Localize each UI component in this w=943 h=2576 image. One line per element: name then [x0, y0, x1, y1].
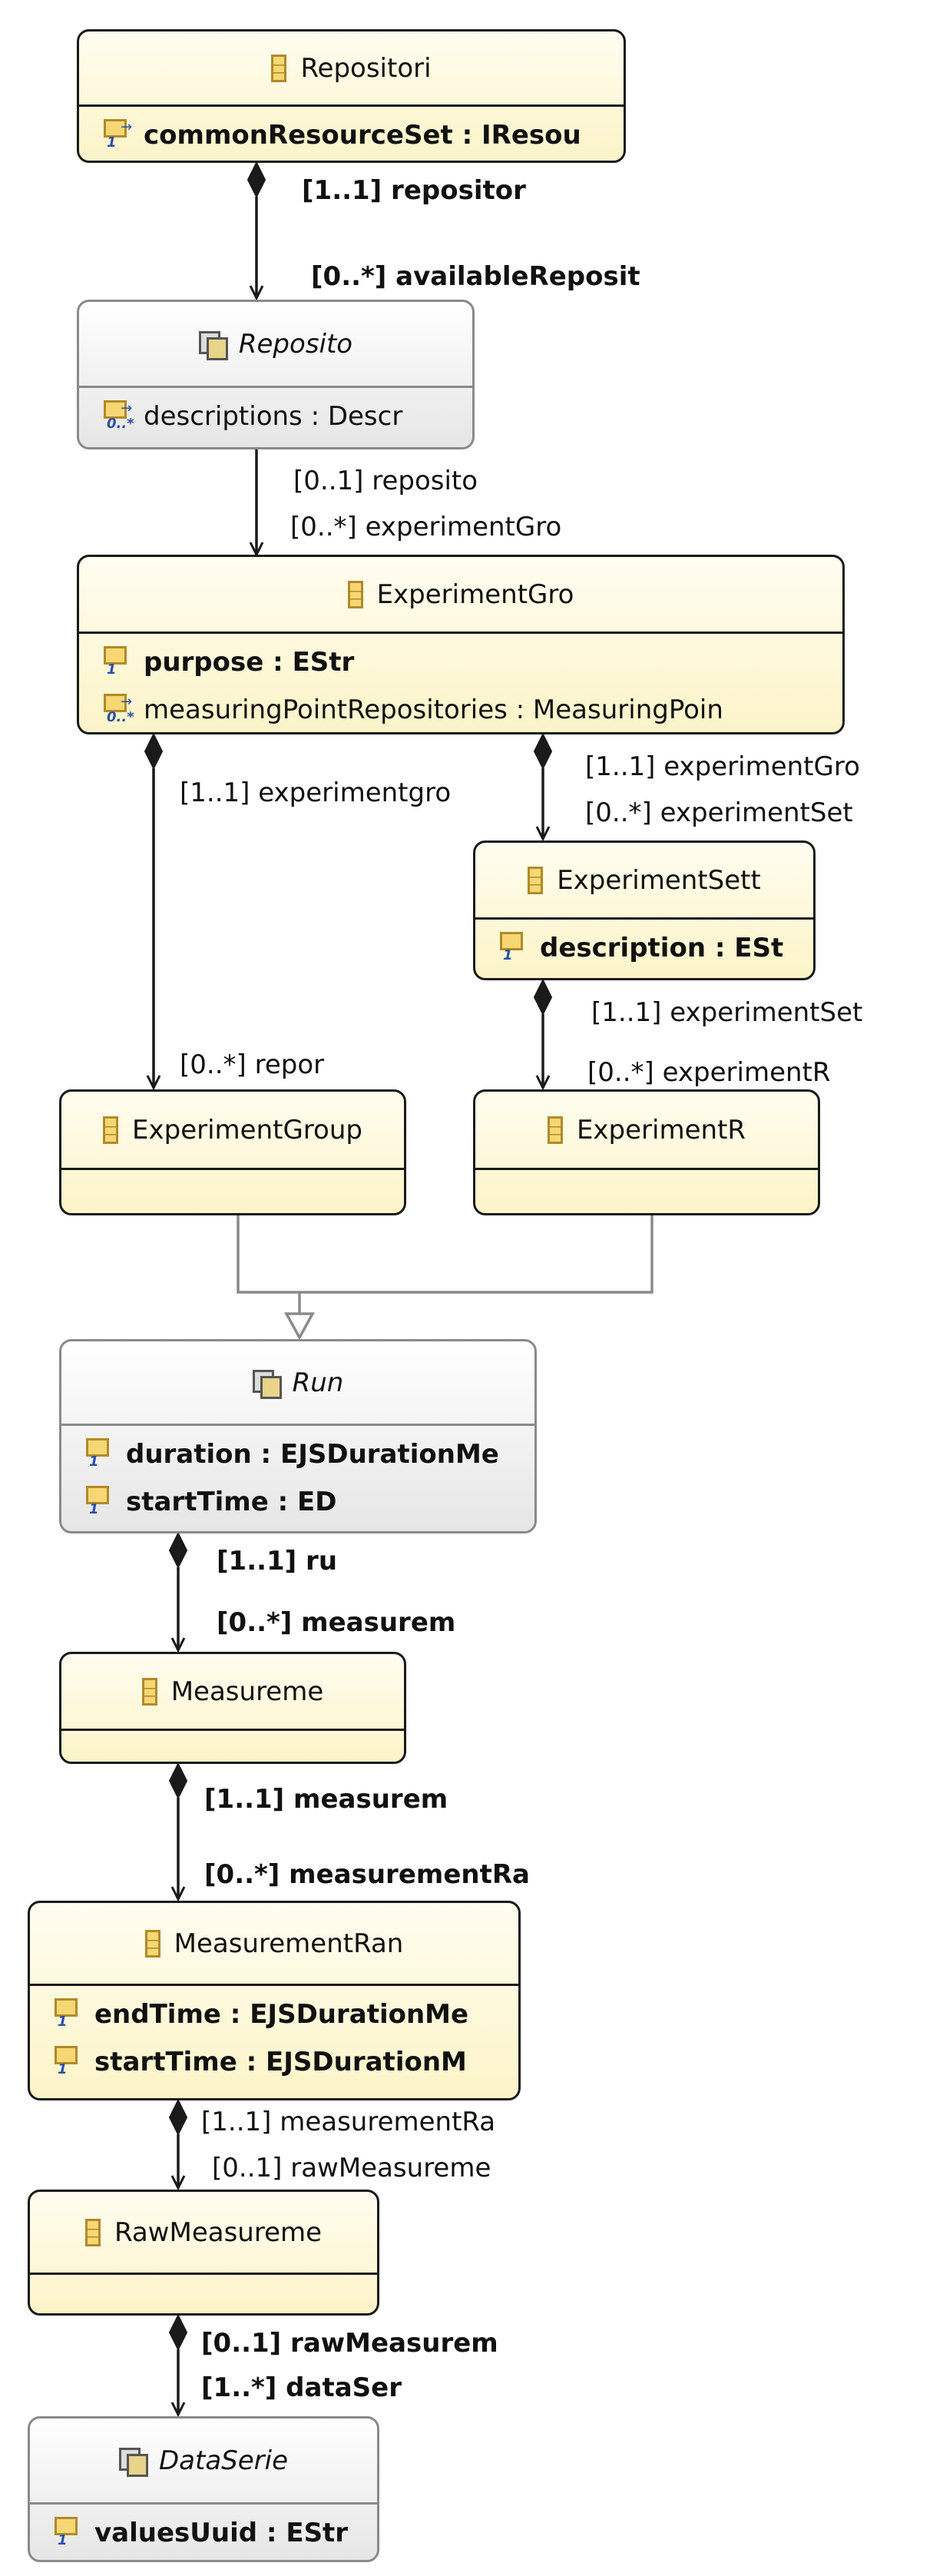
class-name: ExperimentSett: [557, 864, 761, 896]
attribute-label: duration : EJSDurationMe: [126, 1439, 499, 1470]
attribute-row[interactable]: 1 startTime : ED: [61, 1478, 534, 1526]
abstract-class-icon: [118, 2447, 148, 2477]
reference-icon: →0..*: [99, 399, 134, 434]
class-icon: [84, 2218, 101, 2246]
attribute-row[interactable]: →1 commonResourceSet : IResou: [79, 111, 624, 159]
attribute-label: descriptions : Descr: [144, 401, 403, 432]
attribute-icon: 1: [50, 2515, 84, 2551]
class-icon: [528, 866, 544, 894]
class-name: Run: [292, 1367, 344, 1398]
reference-icon: →0..*: [99, 692, 134, 728]
class-measurement[interactable]: Measureme: [59, 1652, 406, 1764]
class-icon: [144, 1929, 160, 1958]
composition-diamond: [533, 732, 553, 771]
attribute-row[interactable]: 1 description : ESt: [475, 924, 813, 972]
class-name: Reposito: [238, 328, 353, 360]
role-label: [1..1] experimentSet: [591, 997, 863, 1028]
class-icon: [347, 580, 363, 608]
class-name: ExperimentGroup: [132, 1114, 362, 1145]
attribute-label: valuesUuid : EStr: [94, 2518, 349, 2548]
role-label: [0..1] rawMeasurem: [201, 2328, 498, 2359]
class-name: ExperimentR: [576, 1114, 746, 1145]
class-raw-measurements[interactable]: RawMeasureme: [28, 2190, 379, 2316]
attribute-label: measuringPointRepositories : MeasuringPo…: [144, 695, 723, 725]
class-icon: [141, 1677, 157, 1706]
role-label: [0..*] experimentR: [587, 1057, 831, 1088]
class-name: Repositori: [300, 52, 432, 84]
attribute-row[interactable]: 1 duration : EJSDurationMe: [61, 1431, 534, 1478]
role-label: [0..1] reposito: [293, 466, 478, 496]
attribute-label: endTime : EJSDurationMe: [94, 1999, 469, 2030]
role-label: [0..1] rawMeasureme: [212, 2153, 491, 2183]
attribute-label: startTime : ED: [126, 1487, 337, 1517]
attribute-row[interactable]: 1 purpose : EStr: [79, 638, 842, 686]
attribute-icon: 1: [81, 1437, 115, 1472]
composition-diamond: [144, 732, 164, 771]
composition-diamond: [168, 1762, 188, 1800]
class-data-series[interactable]: DataSerie 1 valuesUuid : EStr: [28, 2416, 379, 2562]
composition-diamond: [168, 2098, 188, 2137]
class-icon: [271, 54, 287, 82]
role-label: [0..*] experimentGro: [290, 512, 562, 542]
class-repository[interactable]: Reposito →0..* descriptions : Descr: [77, 300, 475, 449]
reference-icon: →1: [99, 118, 133, 153]
role-label: [1..1] measurem: [204, 1784, 448, 1815]
attribute-row[interactable]: 1 startTime : EJSDurationM: [30, 2038, 518, 2086]
class-repositories[interactable]: Repositori →1 commonResourceSet : IResou: [77, 29, 626, 163]
class-name: ExperimentGro: [376, 579, 574, 610]
attribute-icon: 1: [81, 1484, 115, 1520]
abstract-class-icon: [252, 1369, 282, 1399]
attribute-row[interactable]: 1 endTime : EJSDurationMe: [30, 1991, 518, 2038]
class-name: Measureme: [170, 1676, 324, 1707]
generalization-experimentrun: [299, 1215, 653, 1294]
class-measurement-range[interactable]: MeasurementRan 1 endTime : EJSDurationMe…: [28, 1901, 521, 2100]
role-label: [1..*] dataSer: [201, 2372, 402, 2403]
attribute-label: description : ESt: [540, 933, 784, 963]
class-run[interactable]: Run 1 duration : EJSDurationMe 1 startTi…: [59, 1339, 537, 1533]
attribute-row[interactable]: →0..* measuringPointRepositories : Measu…: [79, 686, 842, 732]
role-label: [0..*] experimentSet: [585, 797, 853, 828]
class-experiment-run[interactable]: ExperimentR: [473, 1089, 820, 1215]
attribute-label: startTime : EJSDurationM: [94, 2047, 467, 2077]
class-experiment-group-run[interactable]: ExperimentGroup: [59, 1089, 406, 1215]
class-icon: [103, 1116, 119, 1144]
role-label: [0..*] measurem: [217, 1607, 456, 1638]
attribute-label: commonResourceSet : IResou: [144, 120, 581, 151]
class-icon: [547, 1116, 563, 1144]
class-experiment-setting[interactable]: ExperimentSett 1 description : ESt: [473, 840, 816, 980]
composition-diamond: [168, 1531, 188, 1570]
class-name: MeasurementRan: [174, 1928, 404, 1959]
role-label: [1..1] experimentgro: [180, 777, 452, 808]
composition-diamond: [247, 161, 266, 199]
role-label: [1..1] repositor: [302, 175, 526, 206]
attribute-icon: 1: [99, 645, 133, 680]
role-label: [0..*] availableReposit: [311, 261, 640, 292]
role-label: [0..*] measurementRa: [204, 1859, 530, 1890]
attribute-icon: 1: [50, 1997, 84, 2032]
generalization-triangle: [284, 1312, 315, 1341]
attribute-label: purpose : EStr: [144, 647, 355, 678]
role-label: [1..1] experimentGro: [585, 751, 860, 782]
attribute-row[interactable]: →0..* descriptions : Descr: [79, 393, 472, 440]
attribute-icon: 1: [495, 930, 529, 966]
attribute-row[interactable]: 1 valuesUuid : EStr: [30, 2509, 377, 2557]
generalization-grouprun: [237, 1215, 299, 1294]
class-experiment-group[interactable]: ExperimentGro 1 purpose : EStr →0..* mea…: [77, 555, 845, 734]
role-label: [1..1] ru: [217, 1546, 338, 1576]
role-label: [1..1] measurementRa: [201, 2107, 496, 2137]
composition-diamond: [533, 978, 553, 1016]
abstract-class-icon: [198, 330, 228, 360]
class-name: DataSerie: [158, 2445, 289, 2476]
class-name: RawMeasureme: [114, 2216, 323, 2248]
composition-diamond: [168, 2313, 188, 2352]
attribute-icon: 1: [50, 2044, 84, 2080]
role-label: [0..*] repor: [180, 1049, 325, 1080]
